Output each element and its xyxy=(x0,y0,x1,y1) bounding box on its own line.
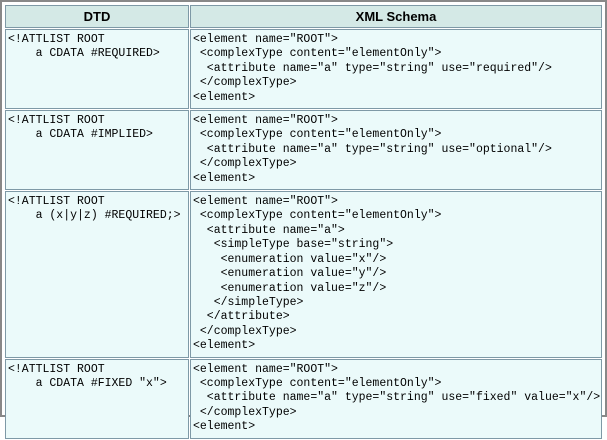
table-header: DTD XML Schema xyxy=(5,5,602,28)
dtd-code: <!ATTLIST ROOT a CDATA #REQUIRED> xyxy=(8,33,160,61)
dtd-cell: <!ATTLIST ROOT a (x|y|z) #REQUIRED;> xyxy=(5,191,189,358)
xml-schema-cell: <element name="ROOT"> <complexType conte… xyxy=(190,29,602,110)
dtd-cell: <!ATTLIST ROOT a CDATA #IMPLIED> xyxy=(5,110,189,191)
dtd-code: <!ATTLIST ROOT a CDATA #FIXED "x"> xyxy=(8,362,167,390)
xml-schema-cell: <element name="ROOT"> <complexType conte… xyxy=(190,358,602,439)
column-header-dtd: DTD xyxy=(5,5,189,28)
xml-schema-cell: <element name="ROOT"> <complexType conte… xyxy=(190,191,602,358)
xml-schema-code: <element name="ROOT"> <complexType conte… xyxy=(193,362,601,434)
dtd-cell: <!ATTLIST ROOT a CDATA #FIXED "x"> xyxy=(5,358,189,439)
xml-schema-code: <element name="ROOT"> <complexType conte… xyxy=(193,33,552,104)
table-body: <!ATTLIST ROOT a CDATA #REQUIRED> <eleme… xyxy=(5,29,602,439)
xml-schema-code: <element name="ROOT"> <complexType conte… xyxy=(193,114,552,185)
table-row: <!ATTLIST ROOT a CDATA #IMPLIED> <elemen… xyxy=(5,110,602,191)
dtd-cell: <!ATTLIST ROOT a CDATA #REQUIRED> xyxy=(5,29,189,110)
table-row: <!ATTLIST ROOT a CDATA #FIXED "x"> <elem… xyxy=(5,358,602,439)
header-row: DTD XML Schema xyxy=(5,5,602,28)
dtd-code: <!ATTLIST ROOT a (x|y|z) #REQUIRED;> xyxy=(8,195,181,223)
table-row: <!ATTLIST ROOT a (x|y|z) #REQUIRED;> <el… xyxy=(5,191,602,358)
xml-schema-code: <element name="ROOT"> <complexType conte… xyxy=(193,195,442,353)
column-header-xml-schema: XML Schema xyxy=(190,5,602,28)
table-row: <!ATTLIST ROOT a CDATA #REQUIRED> <eleme… xyxy=(5,29,602,110)
dtd-code: <!ATTLIST ROOT a CDATA #IMPLIED> xyxy=(8,114,153,142)
xml-schema-cell: <element name="ROOT"> <complexType conte… xyxy=(190,110,602,191)
dtd-xml-schema-comparison-table: DTD XML Schema <!ATTLIST ROOT a CDATA #R… xyxy=(4,4,603,440)
